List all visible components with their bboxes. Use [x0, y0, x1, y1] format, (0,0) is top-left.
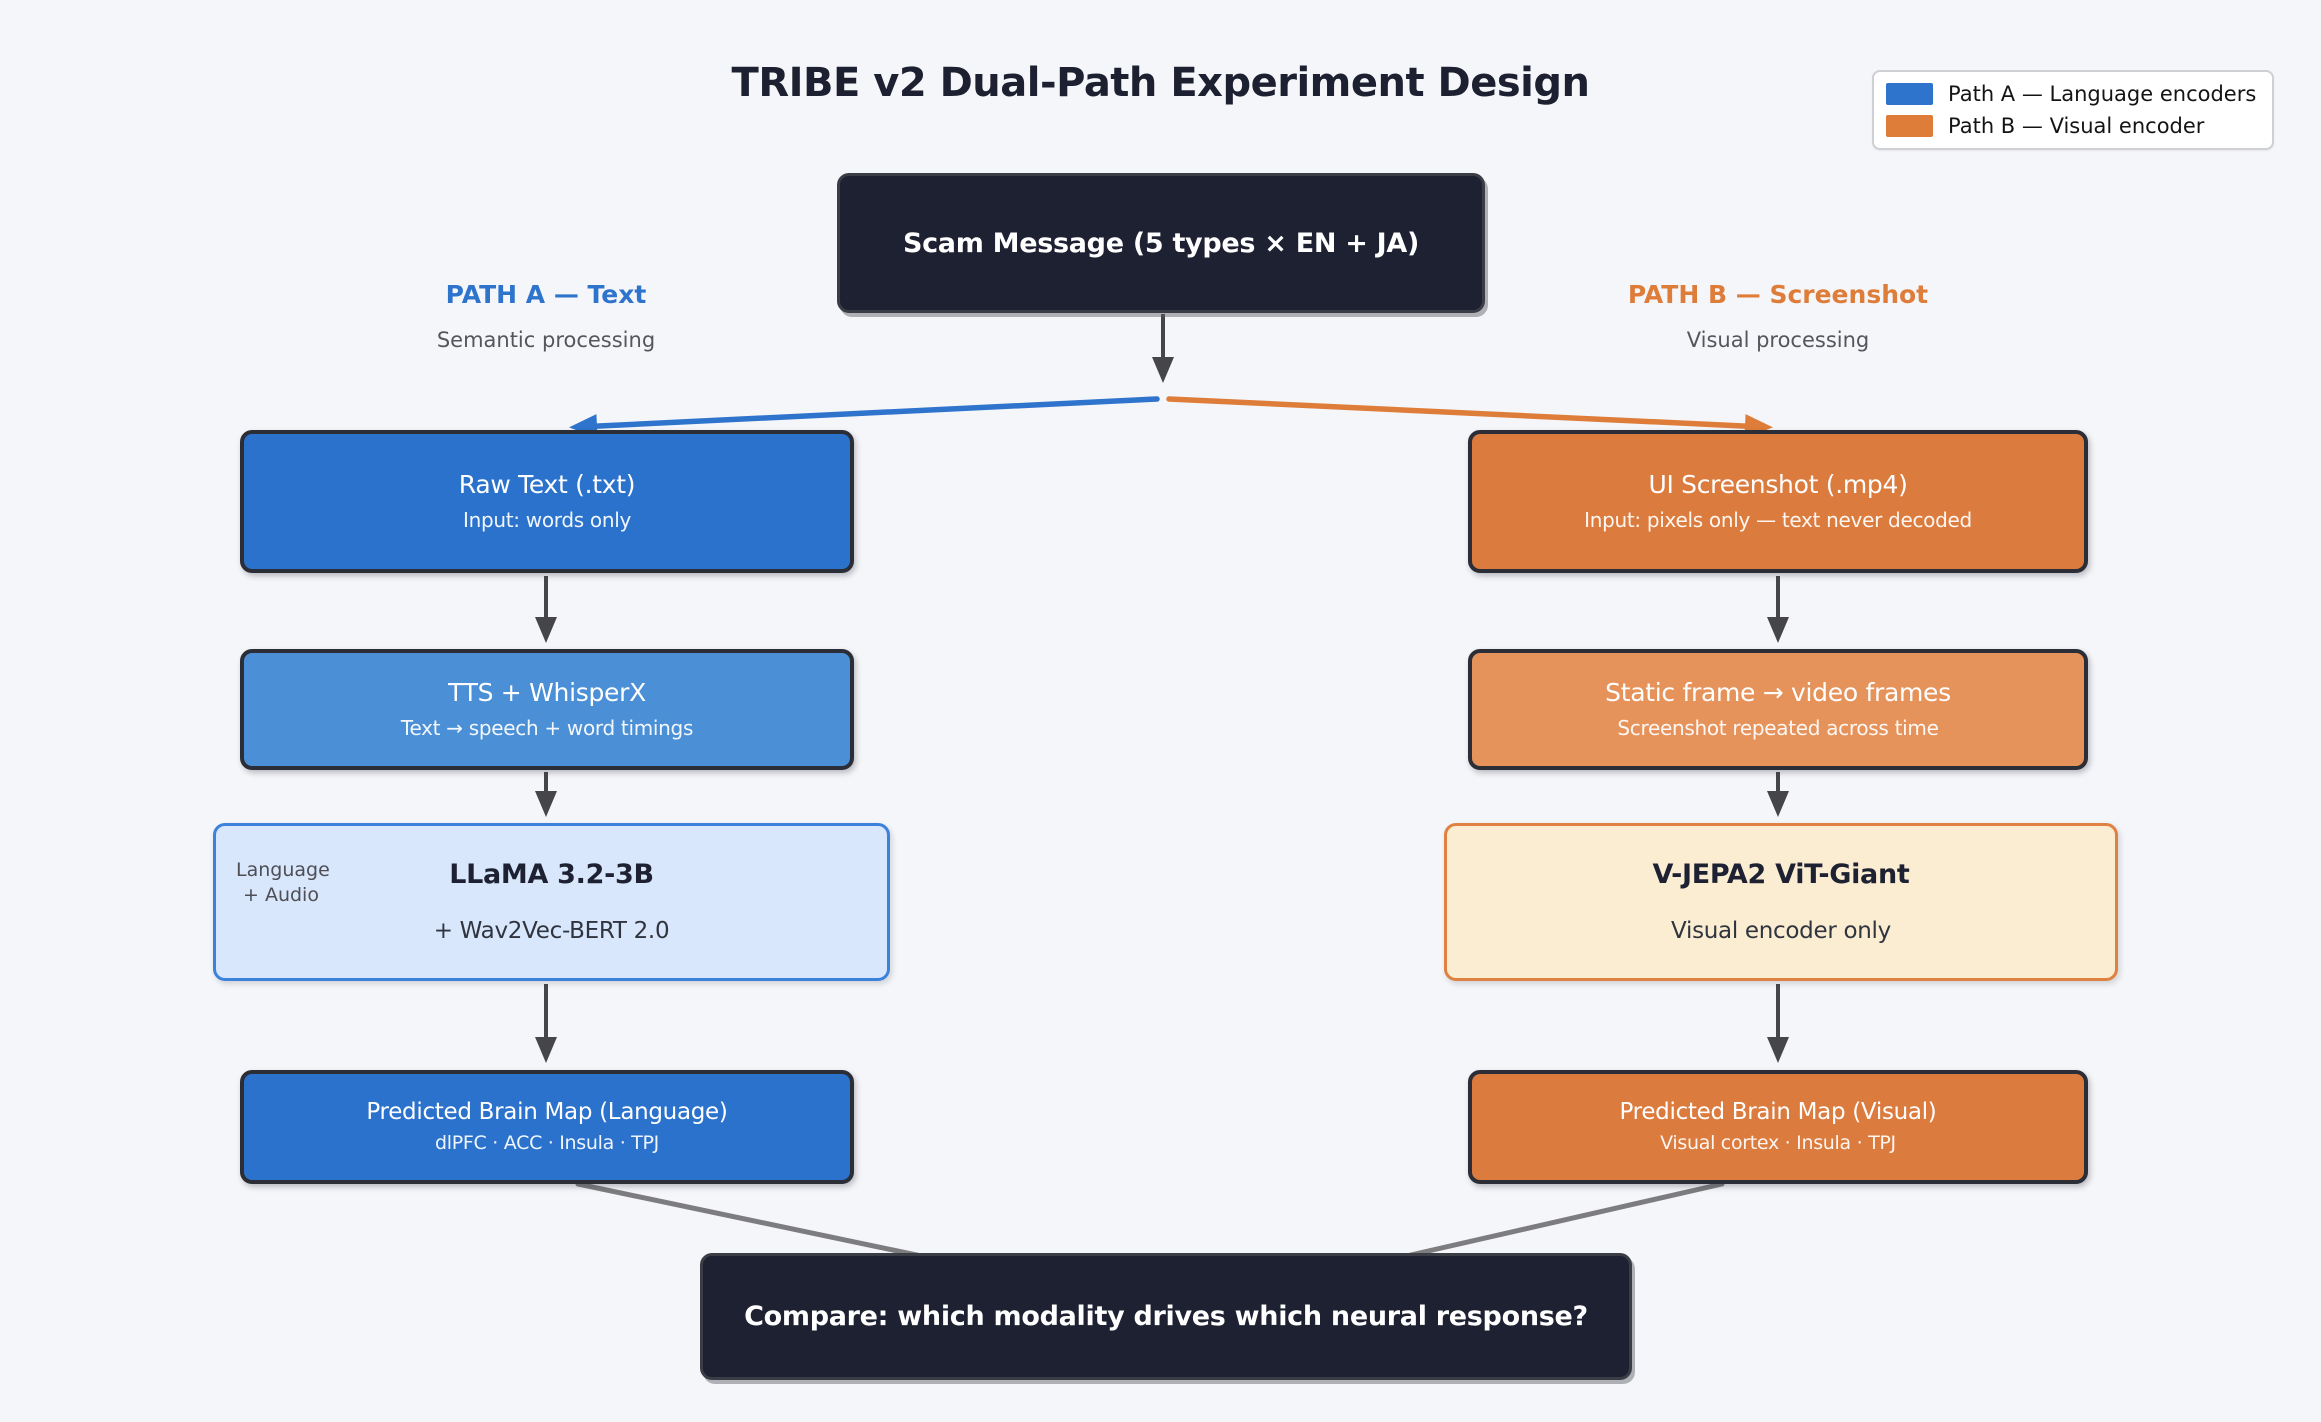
node-raw-text: Raw Text (.txt) Input: words only: [240, 430, 854, 573]
modality-tag-line1: Language: [236, 859, 330, 881]
node-ui-screenshot-subtitle: Input: pixels only — text never decoded: [1584, 508, 1972, 533]
arrow-branch-path-a: [569, 396, 1160, 439]
node-llama-encoder-title: LLaMA 3.2-3B: [449, 859, 654, 891]
node-brain-map-language: Predicted Brain Map (Language) dlPFC · A…: [240, 1070, 854, 1184]
node-llama-encoder-subtitle: + Wav2Vec-BERT 2.0: [433, 918, 670, 945]
node-brain-map-visual-subtitle: Visual cortex · Insula · TPJ: [1660, 1131, 1896, 1154]
modality-tag-line2: + Audio: [243, 884, 319, 907]
node-ui-screenshot: UI Screenshot (.mp4) Input: pixels only …: [1468, 430, 2088, 573]
source-node-label: Scam Message (5 types × EN + JA): [902, 227, 1420, 259]
legend: Path A — Language encoders Path B — Visu…: [1872, 70, 2275, 150]
node-static-frames-subtitle: Screenshot repeated across time: [1617, 716, 1939, 741]
legend-label-path-a: Path A — Language encoders: [1948, 82, 2257, 106]
path-a-subheader: Semantic processing: [436, 328, 656, 352]
legend-swatch-path-a: [1886, 83, 1933, 105]
legend-label-path-b: Path B — Visual encoder: [1948, 114, 2205, 138]
line-brainmap-visual-to-compare: [1399, 1181, 1725, 1260]
arrow-branch-path-b: [1166, 396, 1773, 439]
node-ui-screenshot-title: UI Screenshot (.mp4): [1648, 469, 1908, 499]
legend-item-path-a: Path A — Language encoders: [1886, 82, 2256, 106]
path-a-header: PATH A — Text: [445, 280, 647, 309]
node-vjepa-encoder: V-JEPA2 ViT-Giant Visual encoder only: [1444, 823, 2118, 981]
source-node: Scam Message (5 types × EN + JA): [837, 173, 1485, 313]
compare-node: Compare: which modality drives which neu…: [700, 1253, 1632, 1380]
node-raw-text-title: Raw Text (.txt): [458, 469, 636, 499]
path-b-header: PATH B — Screenshot: [1627, 280, 1929, 309]
node-llama-encoder-modality-tag: Language + Audio: [236, 858, 330, 908]
legend-item-path-b: Path B — Visual encoder: [1886, 114, 2256, 138]
node-tts-whisperx-title: TTS + WhisperX: [448, 677, 646, 707]
node-vjepa-encoder-title: V-JEPA2 ViT-Giant: [1652, 859, 1910, 891]
line-brainmap-language-to-compare: [575, 1181, 929, 1260]
node-brain-map-visual-title: Predicted Brain Map (Visual): [1619, 1099, 1937, 1126]
path-b-subheader: Visual processing: [1686, 328, 1870, 352]
legend-swatch-path-b: [1886, 115, 1933, 137]
node-tts-whisperx: TTS + WhisperX Text → speech + word timi…: [240, 649, 854, 770]
node-static-frames-title: Static frame → video frames: [1605, 677, 1951, 707]
node-raw-text-subtitle: Input: words only: [462, 508, 632, 533]
compare-node-label: Compare: which modality drives which neu…: [744, 1301, 1588, 1332]
node-static-frames: Static frame → video frames Screenshot r…: [1468, 649, 2088, 770]
diagram-title: TRIBE v2 Dual-Path Experiment Design: [731, 60, 1590, 106]
node-brain-map-visual: Predicted Brain Map (Visual) Visual cort…: [1468, 1070, 2088, 1184]
node-brain-map-language-title: Predicted Brain Map (Language): [366, 1099, 728, 1126]
node-llama-encoder: Language + Audio LLaMA 3.2-3B + Wav2Vec-…: [213, 823, 890, 981]
node-brain-map-language-subtitle: dlPFC · ACC · Insula · TPJ: [435, 1131, 659, 1154]
node-tts-whisperx-subtitle: Text → speech + word timings: [400, 716, 694, 741]
node-vjepa-encoder-subtitle: Visual encoder only: [1671, 918, 1891, 945]
